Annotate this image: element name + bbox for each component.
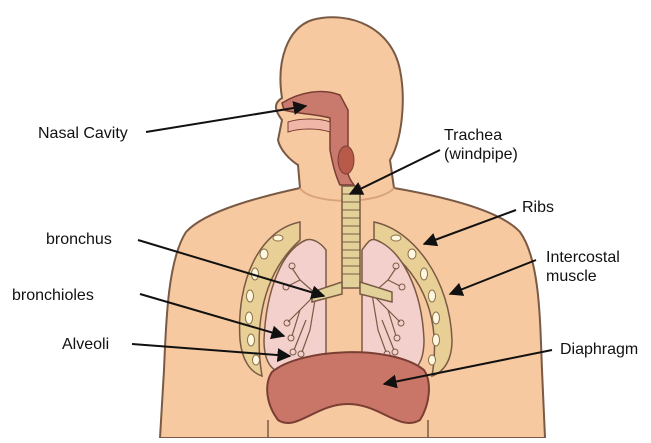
alveoli-label: Alveoli (62, 335, 109, 354)
nasal-cavity-label: Nasal Cavity (38, 124, 128, 143)
ribs-label: Ribs (522, 198, 554, 217)
intercostal-label-line1: Intercostal (546, 248, 620, 267)
trachea-label-line2: (windpipe) (444, 145, 518, 164)
bronchioles-label: bronchioles (12, 286, 94, 305)
intercostal-label-line2: muscle (546, 267, 620, 286)
diaphragm-label: Diaphragm (560, 340, 638, 359)
trachea-label: Trachea (windpipe) (444, 126, 518, 164)
bronchus-label: bronchus (46, 230, 112, 249)
trachea (342, 186, 360, 288)
trachea-label-line1: Trachea (444, 126, 518, 145)
intercostal-muscle-label: Intercostal muscle (546, 248, 620, 286)
